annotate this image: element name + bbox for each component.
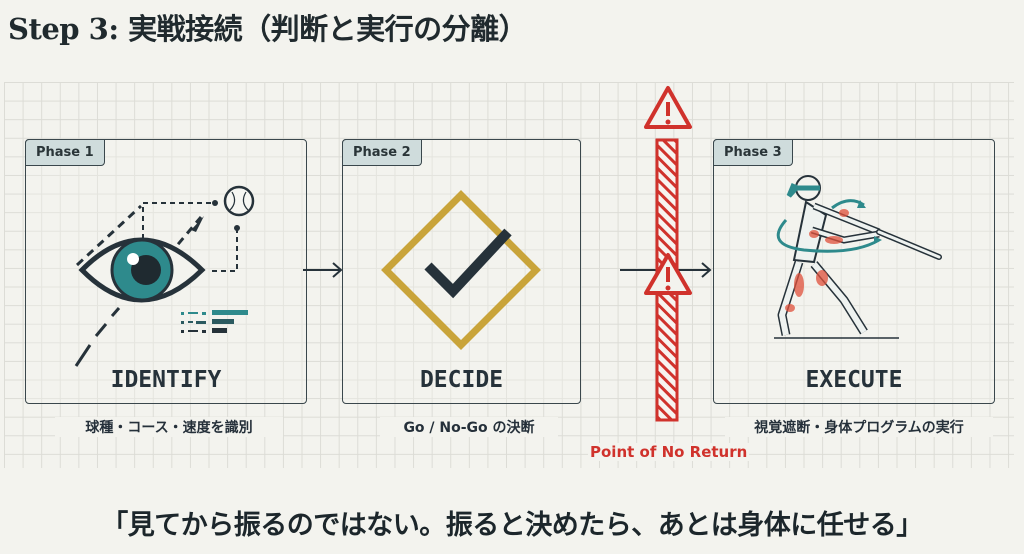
arrow-right-icon bbox=[303, 262, 343, 278]
phase-3-title: EXECUTE bbox=[805, 367, 903, 393]
phase-3-panel: Phase 3 EXECUTE bbox=[713, 139, 995, 404]
phase-2-caption: Go / No-Go の決断 bbox=[380, 417, 558, 437]
phase-3-caption: 視覚遮断・身体プログラムの実行 bbox=[725, 417, 993, 437]
point-of-no-return-label: Point of No Return bbox=[588, 443, 750, 461]
phase-1-title: IDENTIFY bbox=[110, 367, 222, 393]
phase-1-caption: 球種・コース・速度を識別 bbox=[55, 417, 283, 437]
phase-2-tab: Phase 2 bbox=[342, 139, 422, 166]
blindfolded-batter-icon bbox=[774, 175, 942, 339]
phase-1-panel: Phase 1 IDENTIFY bbox=[25, 139, 307, 404]
point-of-no-return-barrier bbox=[644, 86, 692, 422]
checkmark-diamond-icon bbox=[381, 190, 541, 350]
summary-quote: 「見てから振るのではない。振ると決めたら、あとは身体に任せる」 bbox=[101, 510, 923, 541]
eye-tracking-ball-icon bbox=[74, 185, 255, 367]
phase-2-title: DECIDE bbox=[419, 367, 504, 393]
page-title: Step 3: 実戦接続（判断と実行の分離） bbox=[8, 12, 528, 46]
phase-2-panel: Phase 2 DECIDE bbox=[342, 139, 581, 404]
phase-1-tab: Phase 1 bbox=[25, 139, 105, 166]
phase-3-tab: Phase 3 bbox=[713, 139, 793, 166]
